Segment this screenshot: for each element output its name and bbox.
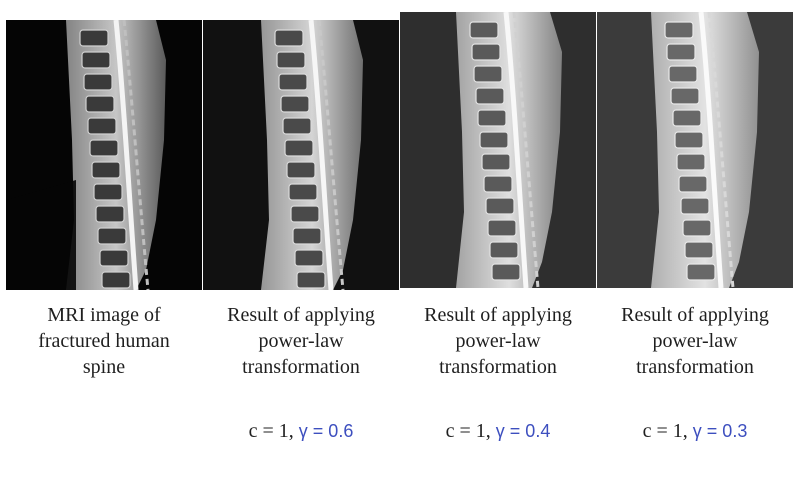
c-value: c = 1, — [642, 420, 693, 442]
mri-spine-gamma-0-4-image — [400, 12, 596, 288]
caption-line: power-law — [455, 330, 541, 352]
caption-gamma-0-3: Result of applying power-law transformat… — [597, 302, 793, 380]
mri-spine-gamma-0-6-image — [203, 20, 399, 290]
caption-line: Result of applying — [424, 304, 572, 326]
panel-gamma-0-6: Result of applying power-law transformat… — [203, 0, 399, 477]
caption-line: Result of applying — [621, 304, 769, 326]
caption-line: MRI image of — [47, 304, 161, 326]
caption-gamma-0-6: Result of applying power-law transformat… — [203, 302, 399, 380]
spine-scan-graphic — [400, 12, 596, 288]
caption-line: Result of applying — [227, 304, 375, 326]
gamma-value: γ = 0.4 — [495, 421, 551, 441]
mri-spine-gamma-0-3-image — [597, 12, 793, 288]
spine-scan-graphic — [597, 12, 793, 288]
caption-line: fractured human — [38, 330, 170, 352]
caption-original: MRI image of fractured human spine — [6, 302, 202, 380]
caption-line: spine — [82, 356, 126, 378]
params-gamma-0-4: c = 1, γ = 0.4 — [400, 418, 596, 444]
params-gamma-0-3: c = 1, γ = 0.3 — [597, 418, 793, 444]
panel-gamma-0-3: Result of applying power-law transformat… — [597, 0, 793, 477]
spine-scan-graphic — [6, 20, 202, 290]
caption-line: transformation — [636, 356, 754, 378]
caption-line: power-law — [652, 330, 738, 352]
caption-gamma-0-4: Result of applying power-law transformat… — [400, 302, 596, 380]
c-value: c = 1, — [445, 420, 496, 442]
panel-original: MRI image of fractured human spine — [6, 0, 202, 477]
caption-line: transformation — [439, 356, 557, 378]
spine-scan-graphic — [203, 20, 399, 290]
mri-spine-original-image — [6, 20, 202, 290]
params-gamma-0-6: c = 1, γ = 0.6 — [203, 418, 399, 444]
gamma-value: γ = 0.6 — [298, 421, 354, 441]
c-value: c = 1, — [248, 420, 299, 442]
caption-line: power-law — [258, 330, 344, 352]
caption-line: transformation — [242, 356, 360, 378]
panel-gamma-0-4: Result of applying power-law transformat… — [400, 0, 596, 477]
gamma-value: γ = 0.3 — [692, 421, 748, 441]
